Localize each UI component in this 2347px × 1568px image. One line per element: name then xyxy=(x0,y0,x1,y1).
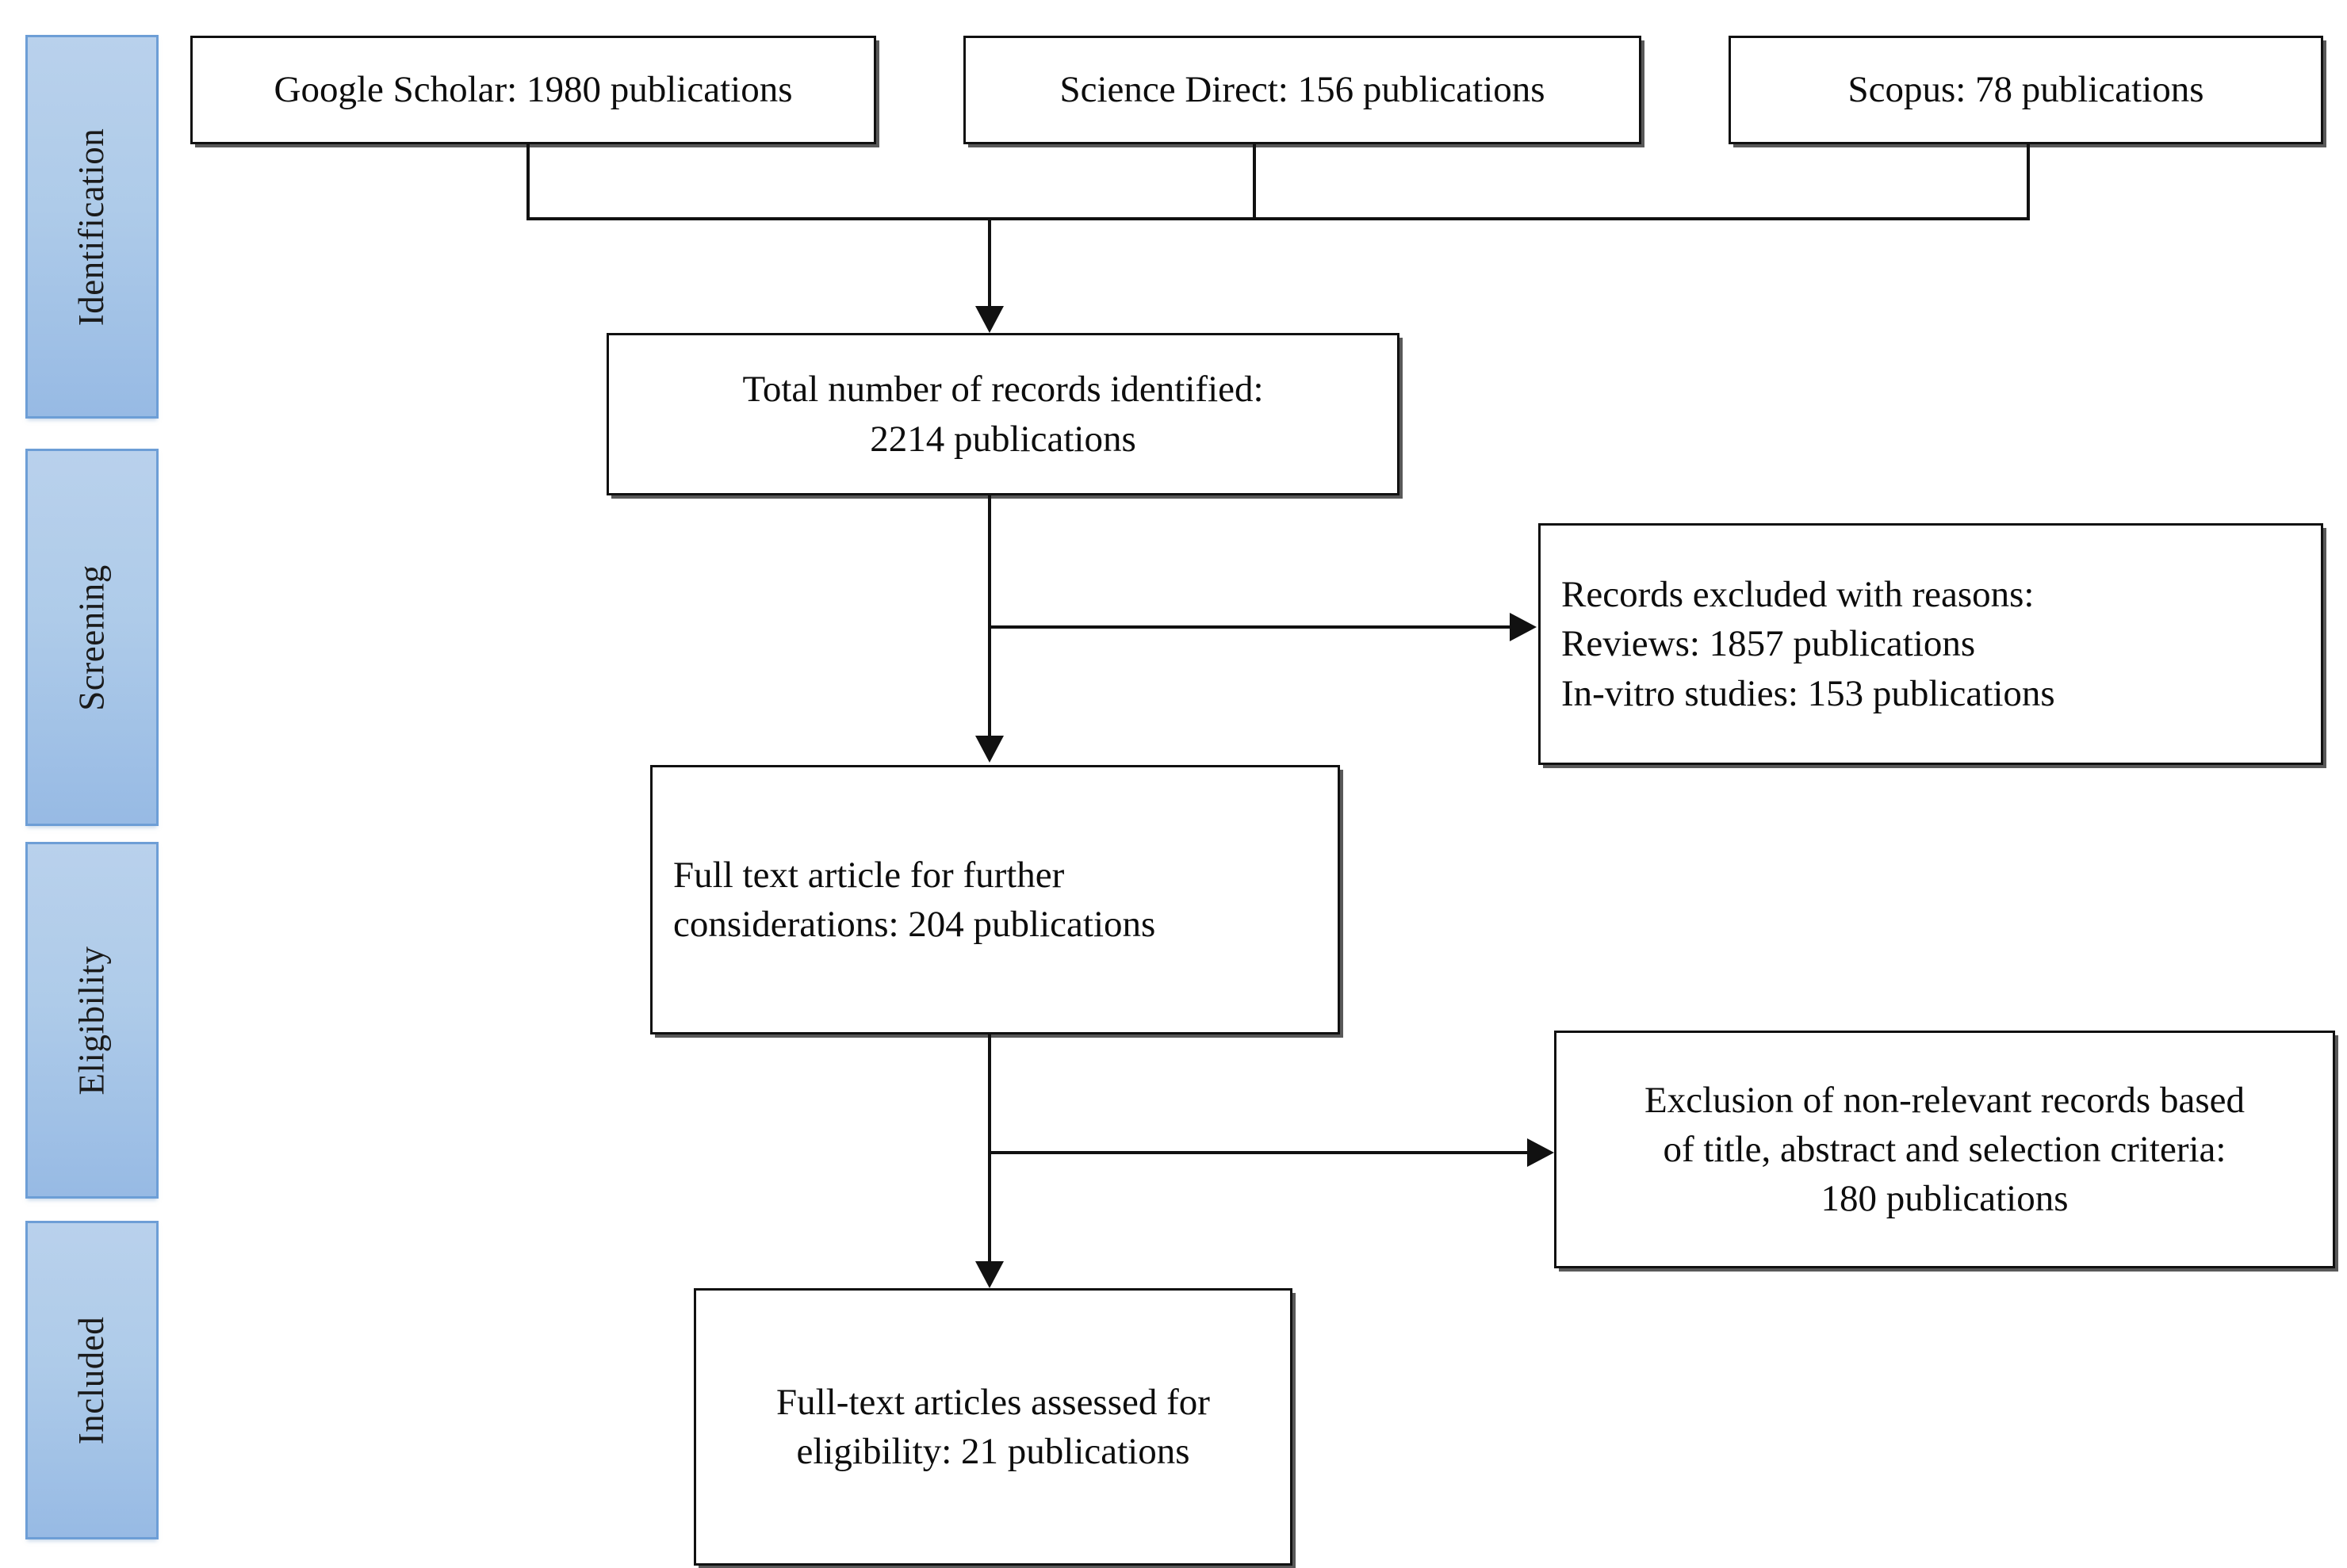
connector-google-scholar-drop xyxy=(526,144,530,220)
source-text-scopus: Scopus: 78 publications xyxy=(1847,69,2204,111)
exclusion-non-relevant-line-2: of title, abstract and selection criteri… xyxy=(1663,1128,2226,1170)
arrowhead-to-total-identified xyxy=(975,306,1004,333)
assessed-eligibility-line-2: eligibility: 21 publications xyxy=(796,1431,1190,1472)
arrowhead-to-assessed-eligibility xyxy=(975,1261,1004,1288)
box-assessed-for-eligibility: Full-text articles assessed for eligibil… xyxy=(694,1288,1292,1566)
full-text-article-line-2: considerations: 204 publications xyxy=(673,904,1156,945)
connector-branch-exclusion-non-relevant xyxy=(988,1151,1535,1154)
full-text-article-line-1: Full text article for further xyxy=(673,854,1065,896)
connector-sources-bus xyxy=(526,217,2030,220)
source-box-scopus: Scopus: 78 publications xyxy=(1729,36,2323,144)
arrowhead-to-records-excluded xyxy=(1510,613,1537,641)
exclusion-non-relevant-line-3: 180 publications xyxy=(1821,1178,2069,1220)
records-excluded-line-2: Reviews: 1857 publications xyxy=(1561,623,1976,665)
stage-label-included: Included xyxy=(71,1316,112,1444)
assessed-eligibility-line-1: Full-text articles assessed for xyxy=(776,1381,1210,1423)
connector-scopus-drop xyxy=(2027,144,2030,220)
connector-total-to-fulltext xyxy=(988,495,991,737)
connector-science-direct-drop xyxy=(1253,144,1256,220)
total-records-line-2: 2214 publications xyxy=(870,418,1136,460)
connector-branch-records-excluded xyxy=(988,625,1518,629)
stage-bar-identification: Identification xyxy=(25,35,159,419)
connector-fulltext-to-assessed xyxy=(988,1034,991,1263)
stage-bar-screening: Screening xyxy=(25,449,159,826)
total-records-line-1: Total number of records identified: xyxy=(742,369,1264,411)
source-text-science-direct: Science Direct: 156 publications xyxy=(1059,69,1545,111)
exclusion-non-relevant-line-1: Exclusion of non-relevant records based xyxy=(1644,1079,2245,1121)
source-text-google-scholar: Google Scholar: 1980 publications xyxy=(274,69,793,111)
stage-label-eligibility: Eligibility xyxy=(71,945,112,1096)
box-full-text-article: Full text article for further considerat… xyxy=(650,765,1340,1034)
stage-bar-eligibility: Eligibility xyxy=(25,842,159,1199)
box-exclusion-non-relevant: Exclusion of non-relevant records based … xyxy=(1554,1031,2335,1268)
source-box-google-scholar: Google Scholar: 1980 publications xyxy=(190,36,876,144)
stage-label-screening: Screening xyxy=(71,564,112,711)
box-records-excluded: Records excluded with reasons: Reviews: … xyxy=(1538,523,2323,765)
arrowhead-to-full-text-article xyxy=(975,736,1004,763)
records-excluded-line-1: Records excluded with reasons: xyxy=(1561,574,2035,616)
stage-label-identification: Identification xyxy=(71,128,112,326)
stage-bar-included: Included xyxy=(25,1221,159,1539)
source-box-science-direct: Science Direct: 156 publications xyxy=(963,36,1641,144)
connector-bus-to-total xyxy=(988,217,991,308)
arrowhead-to-exclusion-non-relevant xyxy=(1527,1138,1554,1167)
records-excluded-line-3: In-vitro studies: 153 publications xyxy=(1561,672,2055,714)
box-total-records-identified: Total number of records identified: 2214… xyxy=(607,333,1399,495)
